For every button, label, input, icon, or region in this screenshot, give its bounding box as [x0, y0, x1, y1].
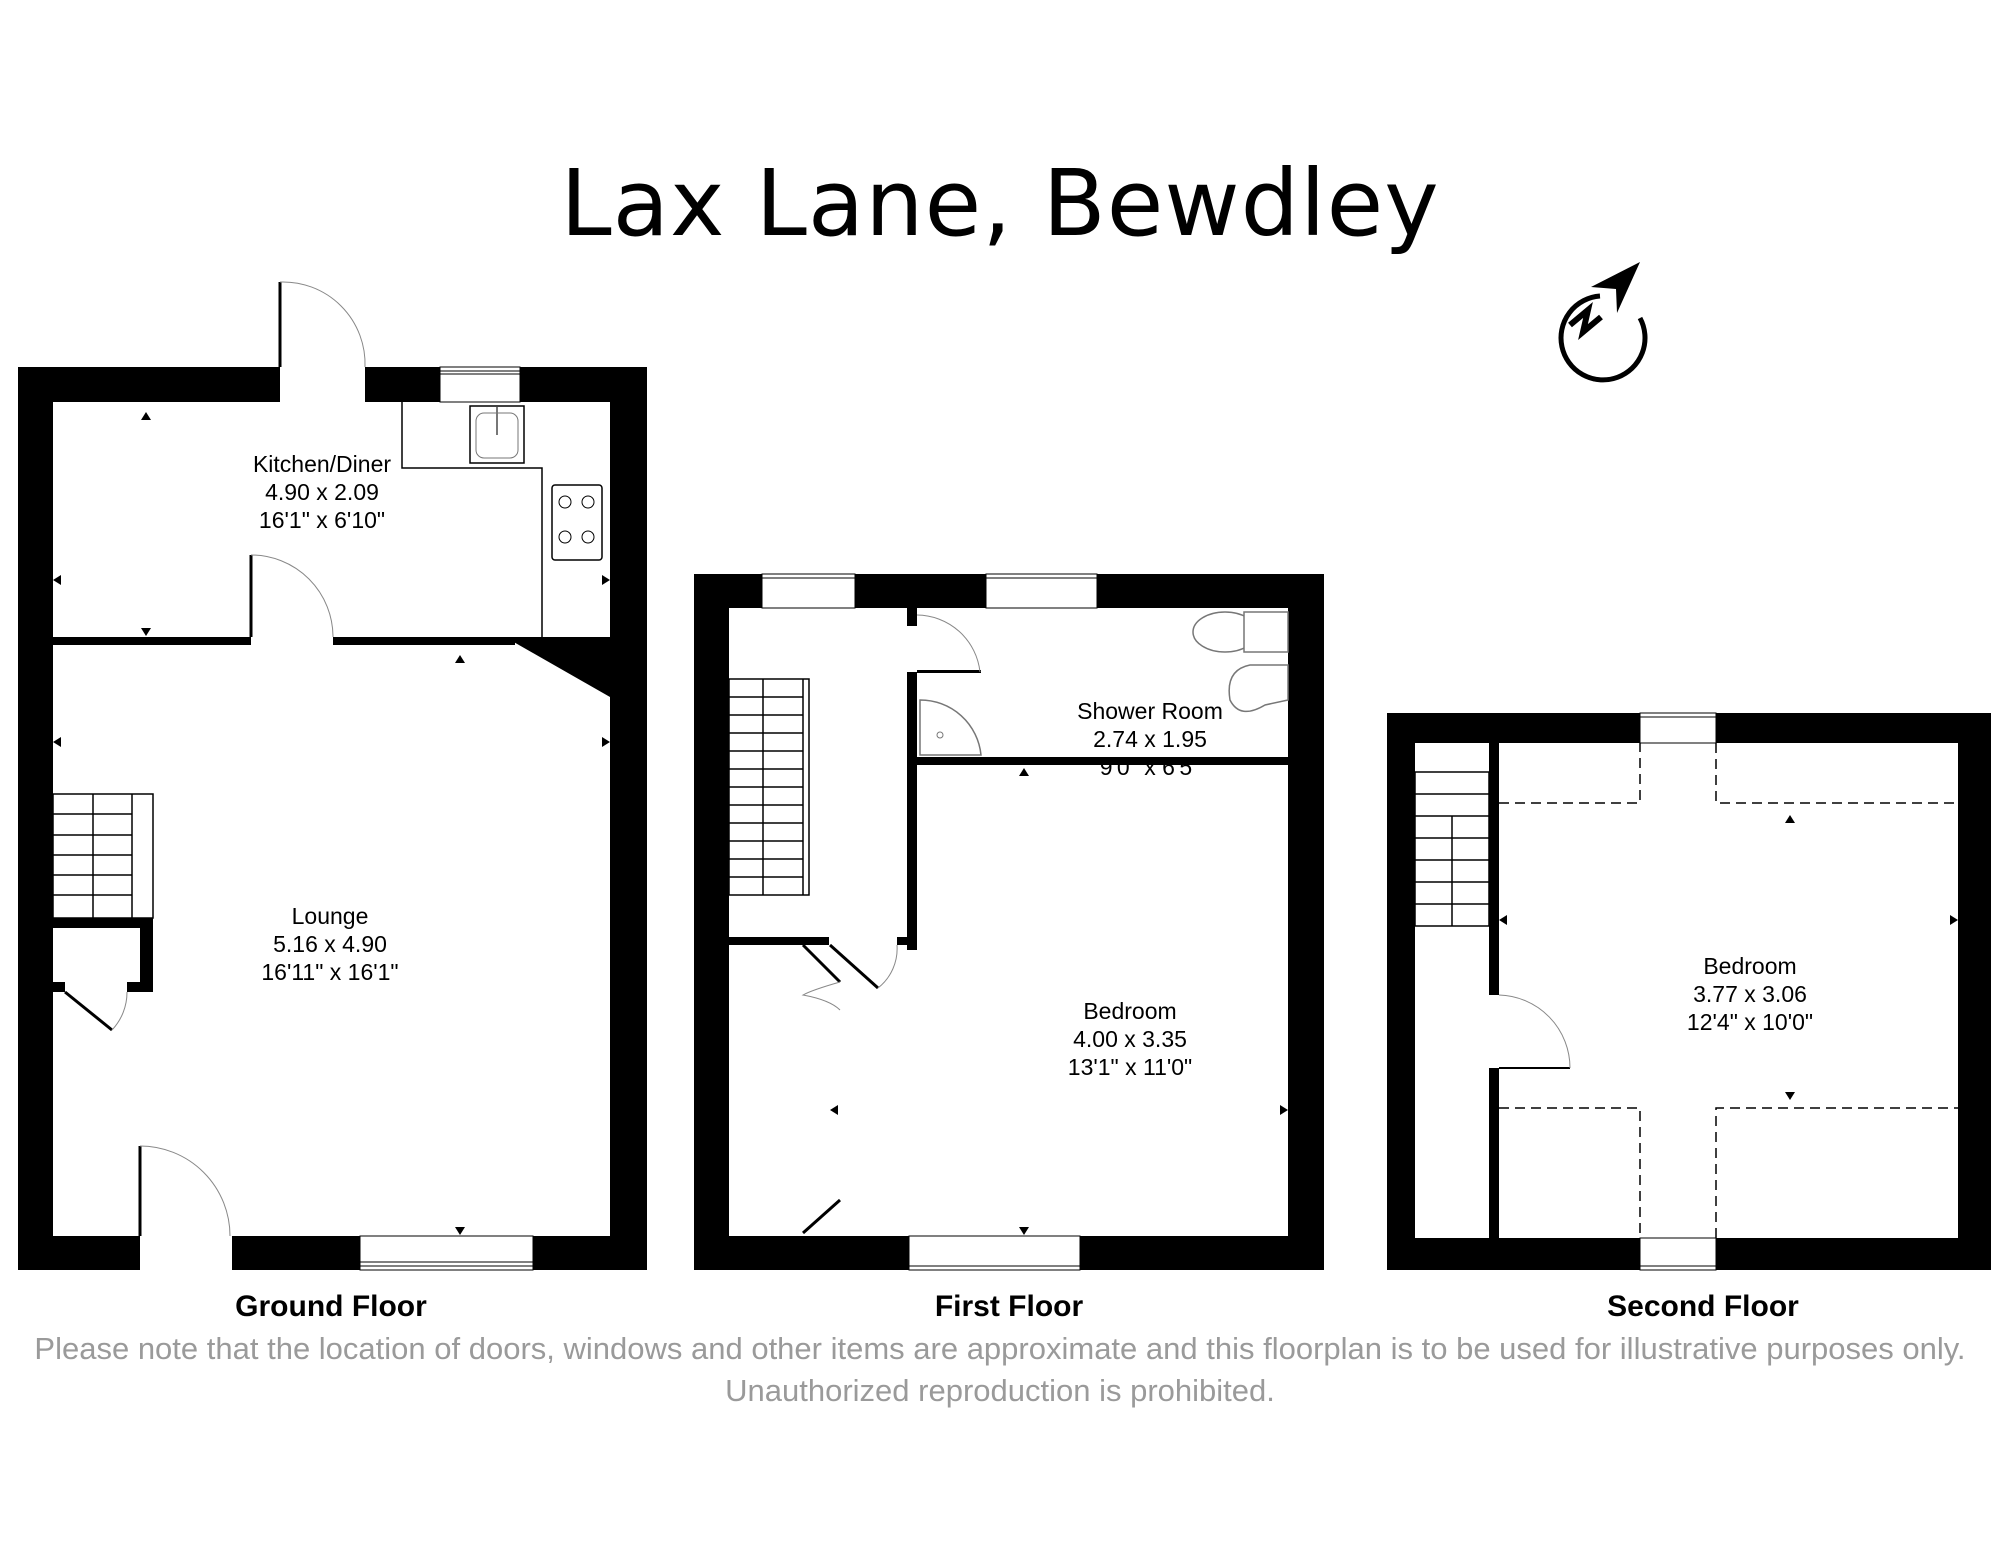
compass-n-letter [1568, 302, 1603, 340]
room-metric: 4.90 x 2.09 [265, 479, 379, 505]
room-imperial: 12'4" x 10'0" [1686, 1009, 1814, 1035]
floor-label-second: Second Floor [1607, 1290, 1799, 1323]
room-metric: 5.16 x 4.90 [273, 931, 387, 957]
room-shower-room: Shower Room 2.74 x 1.95 9'0" x 6'5" [1020, 697, 1280, 781]
room-imperial: 13'1" x 11'0" [1067, 1054, 1193, 1080]
plan-title: Lax Lane, Bewdley [560, 150, 1440, 257]
room-imperial: 9'0" x 6'5" [1099, 754, 1201, 780]
room-metric: 2.74 x 1.95 [1093, 726, 1207, 752]
disclaimer-text: Please note that the location of doors, … [34, 1331, 1966, 1408]
compass-ring-icon [1558, 293, 1648, 383]
ground-floor-plan [18, 281, 647, 1271]
room-name: Shower Room [1077, 698, 1223, 724]
room-name: Lounge [291, 903, 369, 929]
floor-label-first: First Floor [934, 1290, 1084, 1323]
compass [1558, 262, 1648, 383]
room-name: Bedroom [1703, 953, 1797, 979]
room-kitchen-diner: Kitchen/Diner 4.90 x 2.09 16'1" x 6'10" [192, 450, 452, 534]
room-second-floor-bedroom: Bedroom 3.77 x 3.06 12'4" x 10'0" [1620, 952, 1880, 1036]
room-name: Kitchen/Diner [252, 451, 392, 477]
room-metric: 3.77 x 3.06 [1693, 981, 1807, 1007]
room-metric: 4.00 x 3.35 [1073, 1026, 1187, 1052]
floor-label-ground: Ground Floor [235, 1290, 427, 1323]
room-name: Bedroom [1083, 998, 1177, 1024]
north-arrow-icon [1591, 262, 1640, 313]
first-floor-plan [694, 573, 1324, 1271]
room-imperial: 16'1" x 6'10" [258, 507, 386, 533]
room-imperial: 16'11" x 16'1" [261, 959, 399, 985]
room-lounge: Lounge 5.16 x 4.90 16'11" x 16'1" [200, 902, 460, 986]
second-floor-plan [1387, 712, 1991, 1271]
room-first-floor-bedroom: Bedroom 4.00 x 3.35 13'1" x 11'0" [1000, 997, 1260, 1081]
